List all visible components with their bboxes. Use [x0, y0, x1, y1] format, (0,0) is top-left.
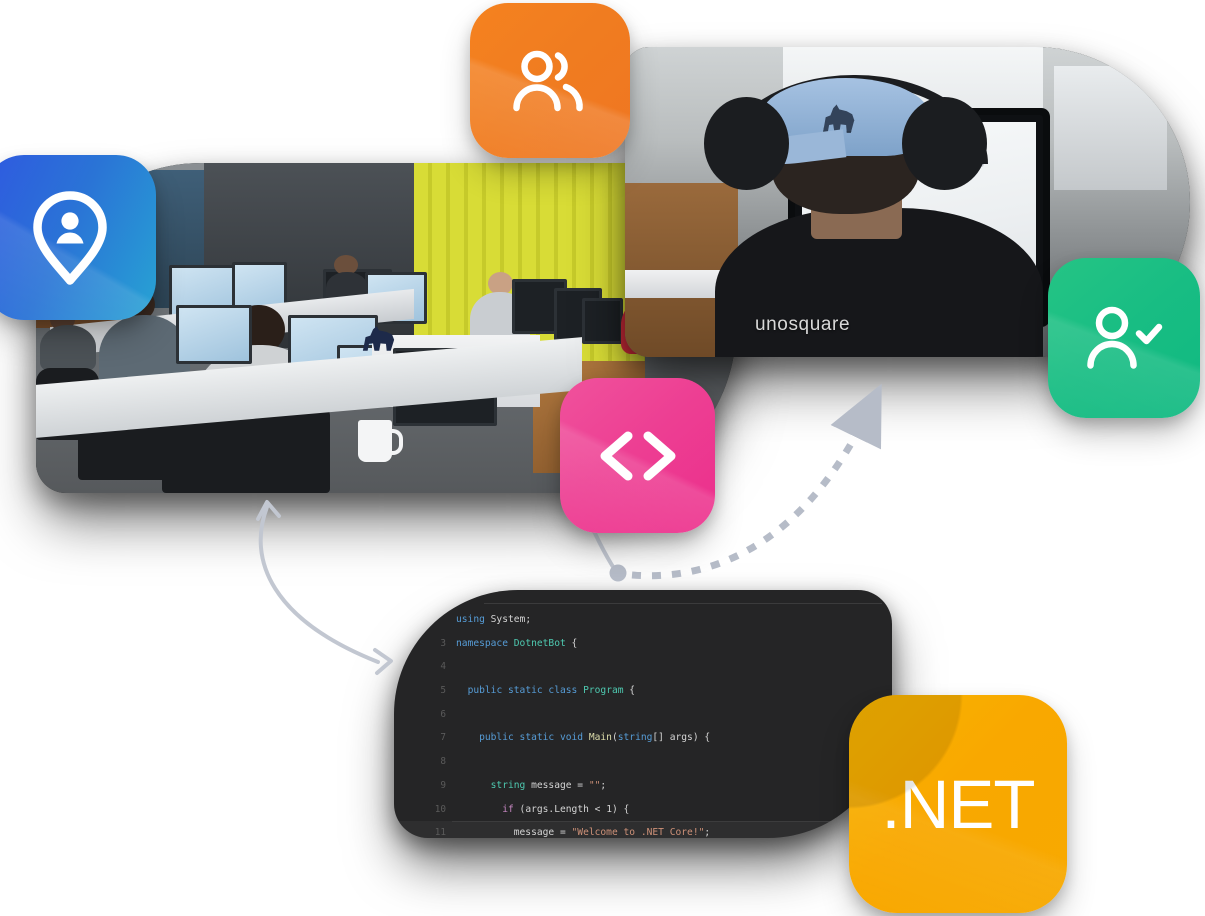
- code-line: 6: [394, 703, 892, 727]
- line-code: namespace DotnetBot {: [456, 637, 578, 649]
- shirt-brand-text: unosquare: [754, 313, 851, 335]
- line-number: 9: [440, 779, 446, 791]
- code-brackets-icon: [600, 431, 675, 480]
- code-line: 8: [394, 750, 892, 774]
- code-line: using System;: [394, 608, 892, 632]
- line-code: public static class Program {: [467, 685, 636, 697]
- tile-code[interactable]: [560, 378, 715, 533]
- dotnet-label: .NET: [881, 765, 1035, 843]
- developer-photo: unosquare: [625, 47, 1190, 357]
- code-line: 5 public static class Program {: [394, 679, 892, 703]
- connector-office-to-code: [256, 500, 393, 675]
- location-person-pin-icon: [33, 190, 107, 285]
- user-check-icon: [1087, 306, 1163, 369]
- tile-dotnet[interactable]: .NET: [849, 695, 1067, 913]
- tile-verified[interactable]: [1048, 258, 1200, 418]
- code-line: 11 message = "Welcome to .NET Core!";: [394, 821, 892, 838]
- line-number: 8: [440, 756, 446, 768]
- code-editor-window[interactable]: using System; 3 namespace DotnetBot { 4 5 pu…: [394, 590, 892, 838]
- code-line: 3 namespace DotnetBot {: [394, 632, 892, 656]
- tile-location[interactable]: [0, 155, 156, 320]
- line-number: 3: [440, 637, 446, 649]
- line-code: if (args.Length < 1) {: [502, 803, 630, 815]
- line-number: 5: [440, 685, 446, 697]
- office-photo: [36, 163, 736, 493]
- editor-top-divider: [484, 603, 882, 604]
- code-line: 4: [394, 655, 892, 679]
- users-icon: [513, 50, 583, 111]
- line-number: 10: [434, 803, 446, 815]
- code-line: 10 if (args.Length < 1) {: [394, 798, 892, 822]
- line-number: 4: [440, 661, 446, 673]
- line-number: 6: [440, 708, 446, 720]
- tile-people[interactable]: [470, 3, 630, 158]
- line-number: 11: [434, 827, 446, 838]
- line-code: using System;: [456, 614, 532, 625]
- code-line: 7 public static void Main(string[] args)…: [394, 726, 892, 750]
- office-photo-scene: [36, 163, 736, 493]
- code-content[interactable]: using System; 3 namespace DotnetBot { 4 5 pu…: [394, 608, 892, 838]
- line-code: string message = "";: [490, 779, 607, 791]
- code-line: 9 string message = "";: [394, 774, 892, 798]
- line-number: 7: [440, 732, 446, 744]
- line-code: public static void Main(string[] args) {: [479, 732, 711, 744]
- line-code: message = "Welcome to .NET Core!";: [456, 827, 711, 838]
